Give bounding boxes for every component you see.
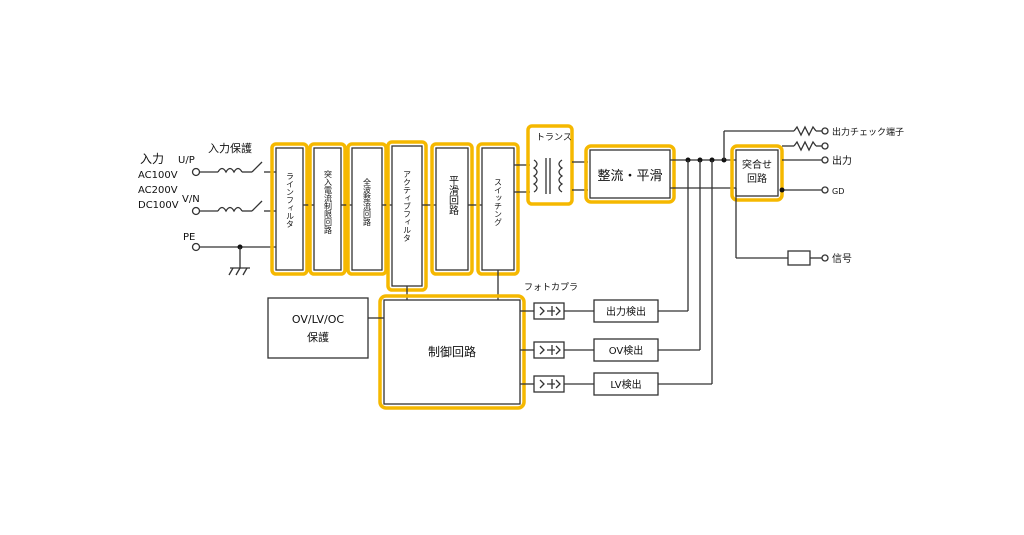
smoothing-block: 平滑回路 <box>430 142 474 276</box>
vn-fuse-coil <box>217 206 243 213</box>
transformer-block: トランス <box>526 124 574 206</box>
signal-label: 信号 <box>832 253 852 265</box>
inrush-limit-block: 突入電流制限回路 <box>308 142 347 276</box>
line-filter-block: ラインフィルタ <box>270 142 309 276</box>
transformer-label: トランス <box>536 132 572 143</box>
combine-circuit-block: 突合せ 回路 <box>730 144 784 202</box>
protection-label-2: 保護 <box>307 330 329 344</box>
rect-smooth-label: 整流・平滑 <box>597 169 662 184</box>
ov-detect-block: OV検出 <box>593 338 659 362</box>
lv-detect-label: LV検出 <box>610 378 641 391</box>
vn-terminal <box>191 206 201 216</box>
inrush-limit-label: 突入電流制限回路 <box>324 169 333 234</box>
photocoupler-3 <box>520 375 594 393</box>
up-fuse-coil <box>217 167 243 174</box>
full-wave-rectifier-label: 全波整流回路 <box>363 177 372 226</box>
smoothing-label: 平滑回路 <box>447 175 459 216</box>
gd-label: GD <box>832 187 844 196</box>
signal-relay-box <box>787 250 811 266</box>
input-protection-label: 入力保護 <box>208 141 252 155</box>
photocoupler-1 <box>520 302 594 320</box>
switching-label: スイッチング <box>494 178 503 226</box>
photocoupler-label: フォトカプラ <box>524 282 578 293</box>
input-voltage-ac200: AC200V <box>138 185 178 196</box>
check-resistor-2 <box>793 140 817 152</box>
output-label: 出力 <box>832 154 852 167</box>
transformer-coil-icon <box>532 158 564 194</box>
check-terminal-1 <box>821 127 829 135</box>
protection-block: OV/LV/OC 保護 <box>267 297 369 359</box>
line-filter-label: ラインフィルタ <box>286 172 295 228</box>
lv-detect-block: LV検出 <box>593 372 659 396</box>
input-voltage-dc100: DC100V <box>138 200 179 211</box>
full-wave-rectifier-block: 全波整流回路 <box>346 142 388 276</box>
protection-label-1: OV/LV/OC <box>292 313 345 326</box>
combine-label-2: 回路 <box>747 172 767 185</box>
signal-terminal <box>821 254 829 262</box>
check-resistor-1 <box>793 125 817 137</box>
up-terminal <box>191 167 201 177</box>
gd-terminal <box>821 186 829 194</box>
ground-icon <box>228 267 250 276</box>
control-circuit-block: 制御回路 <box>378 294 526 410</box>
pe-terminal <box>191 242 201 252</box>
photocoupler-2 <box>520 341 594 359</box>
output-detect-block: 出力検出 <box>593 299 659 323</box>
control-circuit-label: 制御回路 <box>428 344 476 359</box>
ov-detect-label: OV検出 <box>609 344 644 357</box>
input-up-label: U/P <box>178 155 195 166</box>
input-voltage-ac100: AC100V <box>138 170 178 181</box>
output-check-label: 出力チェック端子 <box>832 126 904 138</box>
input-vn-label: V/N <box>182 194 200 205</box>
output-terminal <box>821 156 829 164</box>
active-filter-label: アクティブフィルタ <box>403 170 412 242</box>
switching-block: スイッチング <box>476 142 520 276</box>
vn-switch <box>251 200 263 212</box>
combine-label-1: 突合せ <box>742 158 772 171</box>
input-title: 入力 <box>140 152 164 166</box>
check-terminal-2 <box>821 142 829 150</box>
input-pe-label: PE <box>183 232 195 243</box>
secondary-rectifier-smoothing-block: 整流・平滑 <box>584 144 676 204</box>
active-filter-block: アクティブフィルタ <box>386 140 428 292</box>
output-detect-label: 出力検出 <box>606 305 646 318</box>
up-switch <box>251 161 263 173</box>
